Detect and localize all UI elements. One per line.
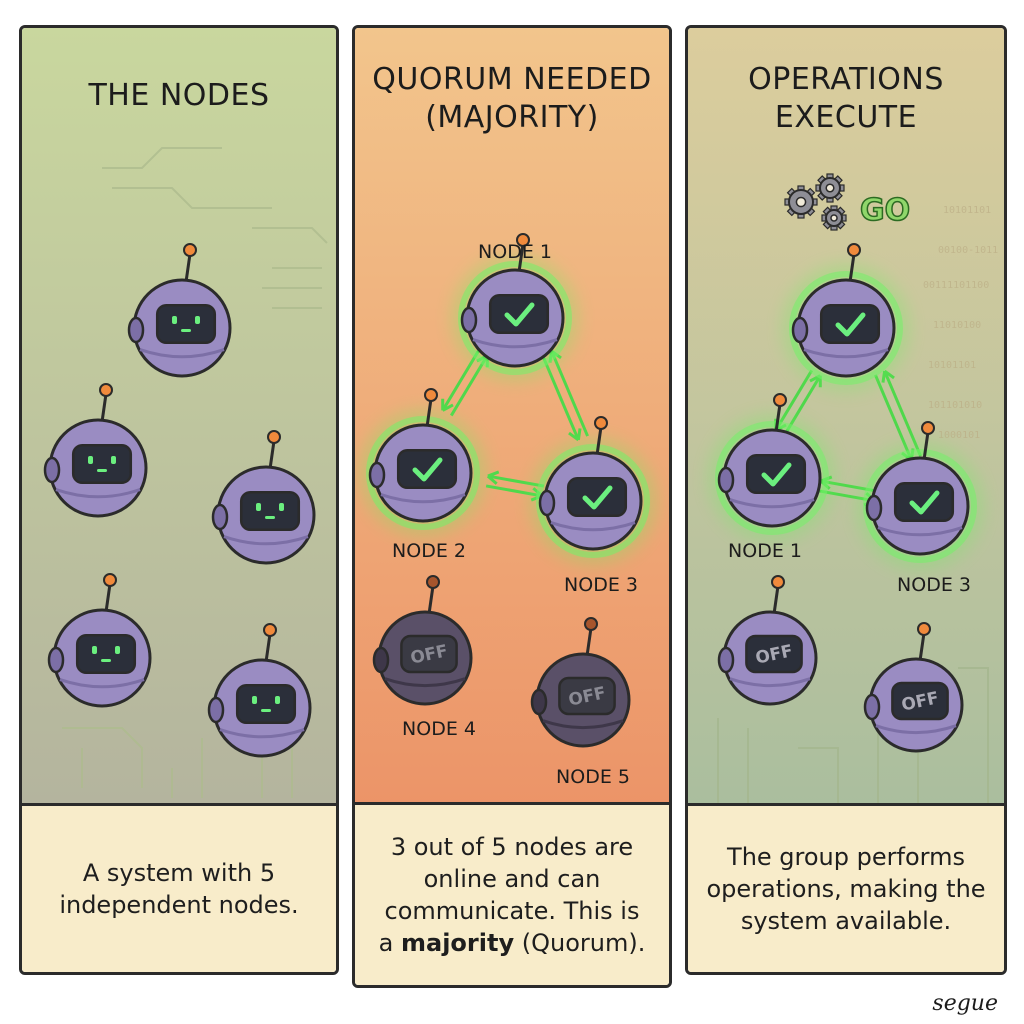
gear-icon <box>784 185 818 219</box>
signature: segue <box>932 991 998 1016</box>
antenna-icon <box>516 233 530 273</box>
scene <box>43 243 316 758</box>
robot-icon <box>717 575 818 706</box>
svg-text:1000101: 1000101 <box>938 430 980 441</box>
robot-icon <box>43 383 148 518</box>
panel-caption: A system with 5 independent nodes. <box>22 803 336 972</box>
antenna-icon <box>183 243 197 283</box>
antenna-icon <box>921 421 935 461</box>
robot-icon <box>856 421 984 570</box>
antenna-icon <box>263 623 277 663</box>
antenna-icon <box>424 388 438 428</box>
panel-title: THE NODES <box>88 78 270 113</box>
node-label: NODE 3 <box>897 574 971 596</box>
checkmark-icon <box>582 485 613 510</box>
caption-text: A system with 5 independent nodes. <box>59 859 299 919</box>
binary-background: 10101101 00100-1011 00111101100 11010100… <box>923 205 998 441</box>
panel-title-line-1: OPERATIONS <box>748 62 944 97</box>
robot-icon <box>708 393 836 542</box>
checkmark-icon <box>412 457 443 482</box>
robot-icon <box>530 617 631 748</box>
node-label: NODE 3 <box>564 574 638 596</box>
circuit-background: 10101101 00100-1011 00111101100 11010100… <box>717 205 998 808</box>
checkmark-icon <box>504 302 535 327</box>
svg-text:10101101: 10101101 <box>943 205 991 216</box>
antenna-icon <box>594 416 608 456</box>
panel-title-line-2: EXECUTE <box>774 100 918 135</box>
checkmark-icon <box>909 490 940 515</box>
gear-icon <box>815 173 845 203</box>
robot-icon <box>529 416 657 565</box>
robot-icon <box>359 388 487 537</box>
panel-the-nodes: THE NODES A system with 5 independent no… <box>19 25 339 975</box>
node-label: NODE 5 <box>556 766 630 788</box>
antenna-icon <box>847 243 861 283</box>
antenna-icon <box>103 573 117 613</box>
checkmark-icon <box>835 312 866 337</box>
robot-icon <box>207 623 312 758</box>
robot-icon <box>372 575 473 706</box>
robot-icon <box>451 233 579 382</box>
svg-text:10101101: 10101101 <box>928 360 976 371</box>
checkmark-icon <box>761 462 792 487</box>
caption-text: 3 out of 5 nodes are online and can comm… <box>363 831 661 959</box>
panel-title-line-2: (MAJORITY) <box>425 100 599 135</box>
antenna-icon <box>773 393 787 433</box>
antenna-icon <box>771 575 785 615</box>
caption-text-before: 3 out of 5 nodes are online and can comm… <box>378 833 640 957</box>
antenna-icon <box>584 617 598 657</box>
robot-icon <box>782 243 910 392</box>
panel-caption: The group performs operations, making th… <box>688 803 1004 972</box>
svg-text:101101010: 101101010 <box>928 400 982 411</box>
antenna-icon <box>99 383 113 423</box>
panel-quorum-needed: QUORUM NEEDED (MAJORITY) 3 out of 5 node… <box>352 25 672 988</box>
node-label: NODE 1 <box>478 241 552 263</box>
antenna-icon <box>917 622 931 662</box>
svg-text:00100-1011: 00100-1011 <box>938 245 998 256</box>
node-label: NODE 2 <box>392 540 466 562</box>
robot-icon <box>47 573 152 708</box>
caption-text: The group performs operations, making th… <box>706 843 986 935</box>
robot-icon <box>211 430 316 565</box>
node-label: NODE 4 <box>402 718 476 740</box>
go-text: GO <box>860 193 910 228</box>
panel-title-line-1: QUORUM NEEDED <box>372 62 652 97</box>
gear-icon <box>821 205 847 231</box>
svg-text:11010100: 11010100 <box>933 320 981 331</box>
panel-operations-execute: 10101101 00100-1011 00111101100 11010100… <box>685 25 1007 975</box>
node-label: NODE 1 <box>728 540 802 562</box>
caption-text-bold: majority <box>401 929 515 957</box>
robot-icon <box>863 622 964 753</box>
caption-text-after: (Quorum). <box>521 929 646 957</box>
antenna-icon <box>426 575 440 615</box>
robot-icon <box>127 243 232 378</box>
antenna-icon <box>267 430 281 470</box>
circuit-background <box>62 147 328 798</box>
svg-text:00111101100: 00111101100 <box>923 280 989 291</box>
panel-caption: 3 out of 5 nodes are online and can comm… <box>355 802 669 985</box>
